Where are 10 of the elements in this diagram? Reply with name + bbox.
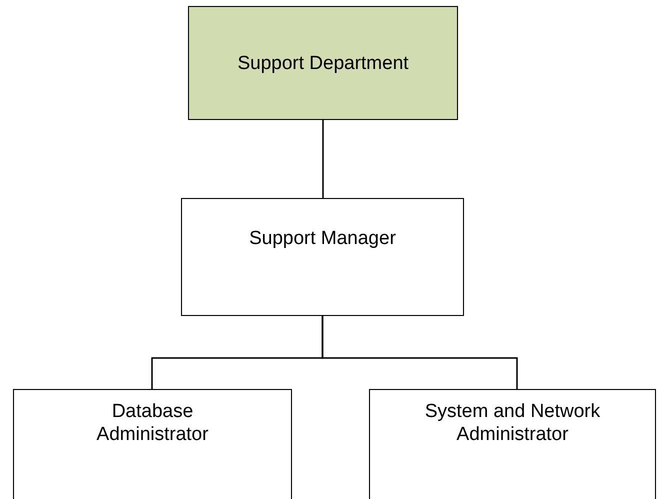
box-title: Support Department [237, 52, 409, 74]
connector-line [322, 120, 324, 198]
org-box [181, 198, 464, 316]
org-box [188, 6, 458, 120]
connector-line [322, 316, 518, 389]
box-title: Support Manager [249, 227, 396, 250]
box-title: Database Administrator [96, 400, 210, 446]
org-box [13, 389, 292, 499]
box-title: System and Network Administrator [424, 400, 602, 446]
org-box [369, 389, 656, 499]
